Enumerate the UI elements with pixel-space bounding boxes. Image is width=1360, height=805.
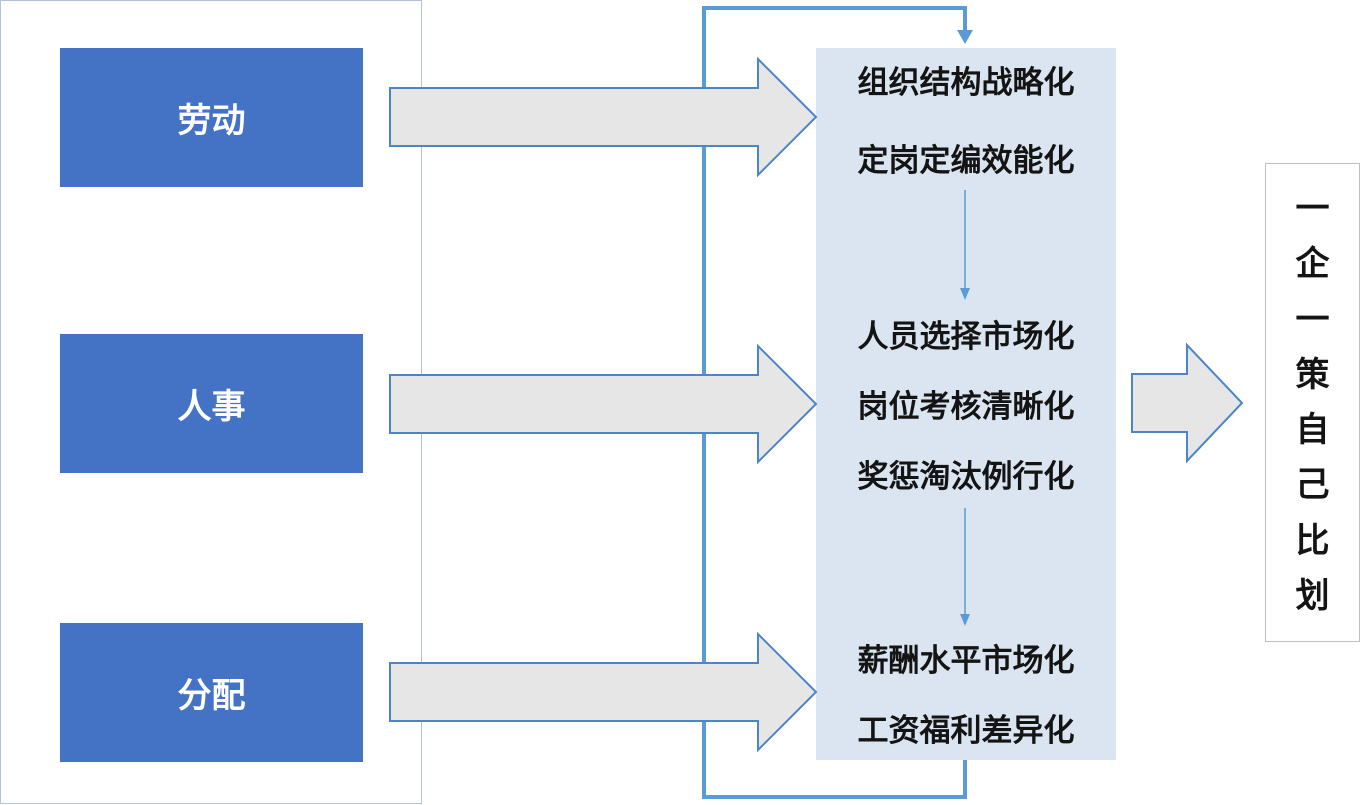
middle-panel — [816, 48, 1116, 760]
item-wage-welfare: 工资福利差异化 — [857, 713, 1075, 749]
item-salary-level: 薪酬水平市场化 — [857, 643, 1075, 679]
result-char: 企 — [1295, 244, 1330, 285]
result-char: 一 — [1295, 189, 1330, 230]
category-box-personnel: 人事 — [60, 334, 363, 473]
down-arrow-2 — [960, 508, 970, 626]
loop-arrowhead — [957, 30, 973, 44]
block-arrow-distribution — [389, 631, 818, 753]
category-label: 劳动 — [177, 101, 246, 141]
result-char: 比 — [1295, 520, 1330, 561]
item-post-staffing: 定岗定编效能化 — [857, 143, 1075, 179]
item-org-structure: 组织结构战略化 — [857, 65, 1075, 101]
block-arrow-personnel — [389, 343, 818, 465]
result-char: 自 — [1295, 410, 1330, 451]
category-box-labor: 劳动 — [60, 48, 363, 187]
category-label: 分配 — [177, 676, 246, 716]
item-reward-punishment: 奖惩淘汰例行化 — [857, 459, 1075, 495]
result-char: 己 — [1295, 465, 1330, 506]
result-char: 策 — [1295, 354, 1330, 395]
category-label: 人事 — [177, 387, 246, 427]
block-arrow-labor — [389, 56, 818, 178]
result-char: 划 — [1295, 575, 1330, 616]
item-personnel-selection: 人员选择市场化 — [857, 319, 1075, 355]
item-post-assessment: 岗位考核清晰化 — [857, 389, 1075, 425]
result-box: 一 企 一 策 自 己 比 划 — [1265, 163, 1360, 642]
result-char: 一 — [1295, 299, 1330, 340]
category-box-distribution: 分配 — [60, 623, 363, 762]
down-arrow-1 — [960, 190, 970, 300]
block-arrow-result — [1131, 342, 1244, 464]
